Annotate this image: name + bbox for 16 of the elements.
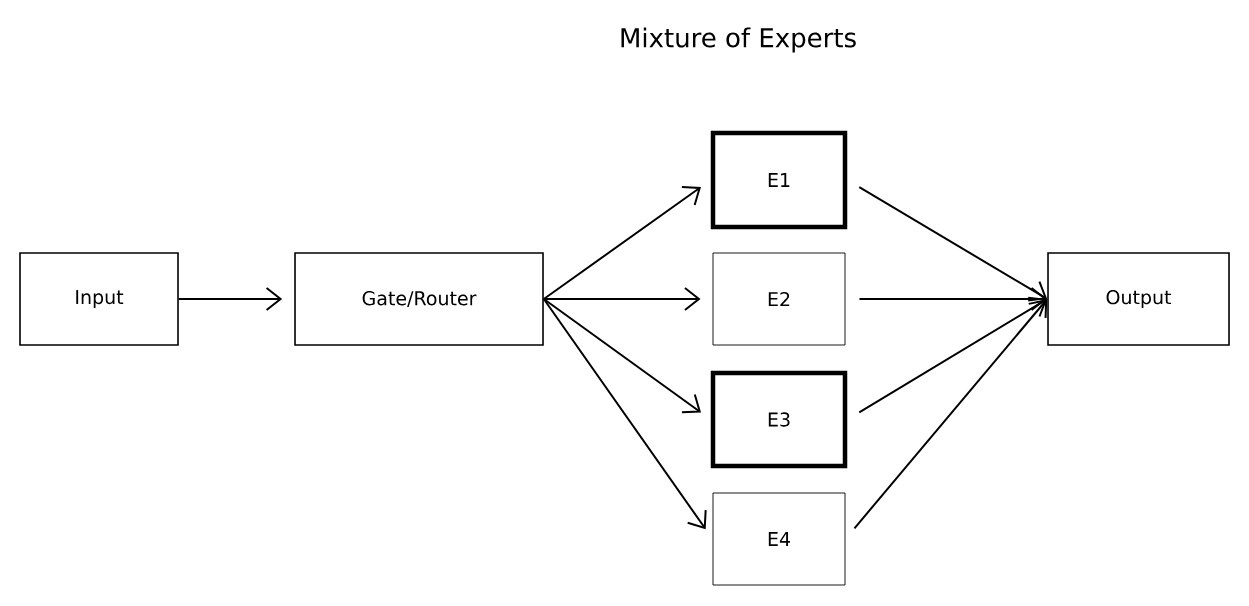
process-box: Output	[1047, 252, 1230, 346]
arrow	[177, 287, 283, 311]
process-box: E4	[712, 492, 846, 586]
arrow	[542, 298, 702, 414]
arrow	[542, 186, 701, 300]
arrow	[542, 298, 707, 530]
title: Mixture of Experts	[621, 27, 856, 53]
process-box: Input	[19, 252, 179, 346]
arrow	[542, 287, 701, 311]
arrow	[853, 299, 1048, 530]
arrow	[858, 186, 1048, 302]
process-box: E3	[710, 370, 848, 469]
process-box: Gate/Router	[294, 252, 544, 346]
process-box: E1	[710, 130, 848, 230]
arrow	[858, 296, 1048, 414]
process-box: E2	[712, 252, 846, 346]
